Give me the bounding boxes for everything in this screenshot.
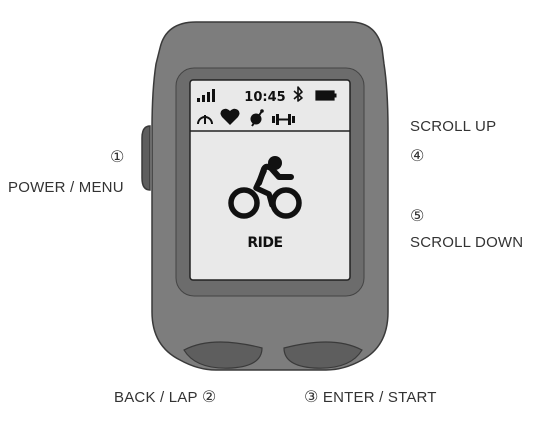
scroll-up-number: ④ — [410, 148, 425, 165]
speed-sensor-icon — [197, 115, 213, 125]
enter-start-button[interactable] — [283, 341, 363, 369]
signal-icon — [197, 89, 215, 102]
battery-icon — [315, 90, 337, 101]
back-lap-label: BACK / LAP ② — [114, 387, 216, 407]
power-meter-icon — [272, 114, 295, 125]
cadence-sensor-icon — [250, 109, 264, 127]
back-lap-number: ② — [201, 389, 217, 406]
scroll-up-label: SCROLL UP — [410, 118, 497, 135]
power-menu-button[interactable] — [141, 125, 151, 191]
activity-label: RIDE — [247, 235, 282, 251]
enter-start-text: ENTER / START — [322, 389, 437, 406]
cyclist-icon — [228, 156, 302, 219]
power-menu-label: POWER / MENU — [8, 179, 124, 196]
back-lap-button[interactable] — [183, 341, 263, 369]
power-menu-number: ① — [110, 149, 125, 166]
scroll-down-number: ⑤ — [410, 208, 425, 225]
display-screen — [189, 79, 351, 281]
bluetooth-icon — [293, 86, 303, 102]
back-lap-text: BACK / LAP — [114, 389, 198, 406]
enter-start-number: ③ — [304, 389, 319, 406]
scroll-down-label: SCROLL DOWN — [410, 234, 524, 251]
enter-start-label: ③ ENTER / START — [304, 387, 437, 407]
status-time: 10:45 — [244, 90, 285, 105]
heart-rate-icon — [220, 108, 240, 125]
